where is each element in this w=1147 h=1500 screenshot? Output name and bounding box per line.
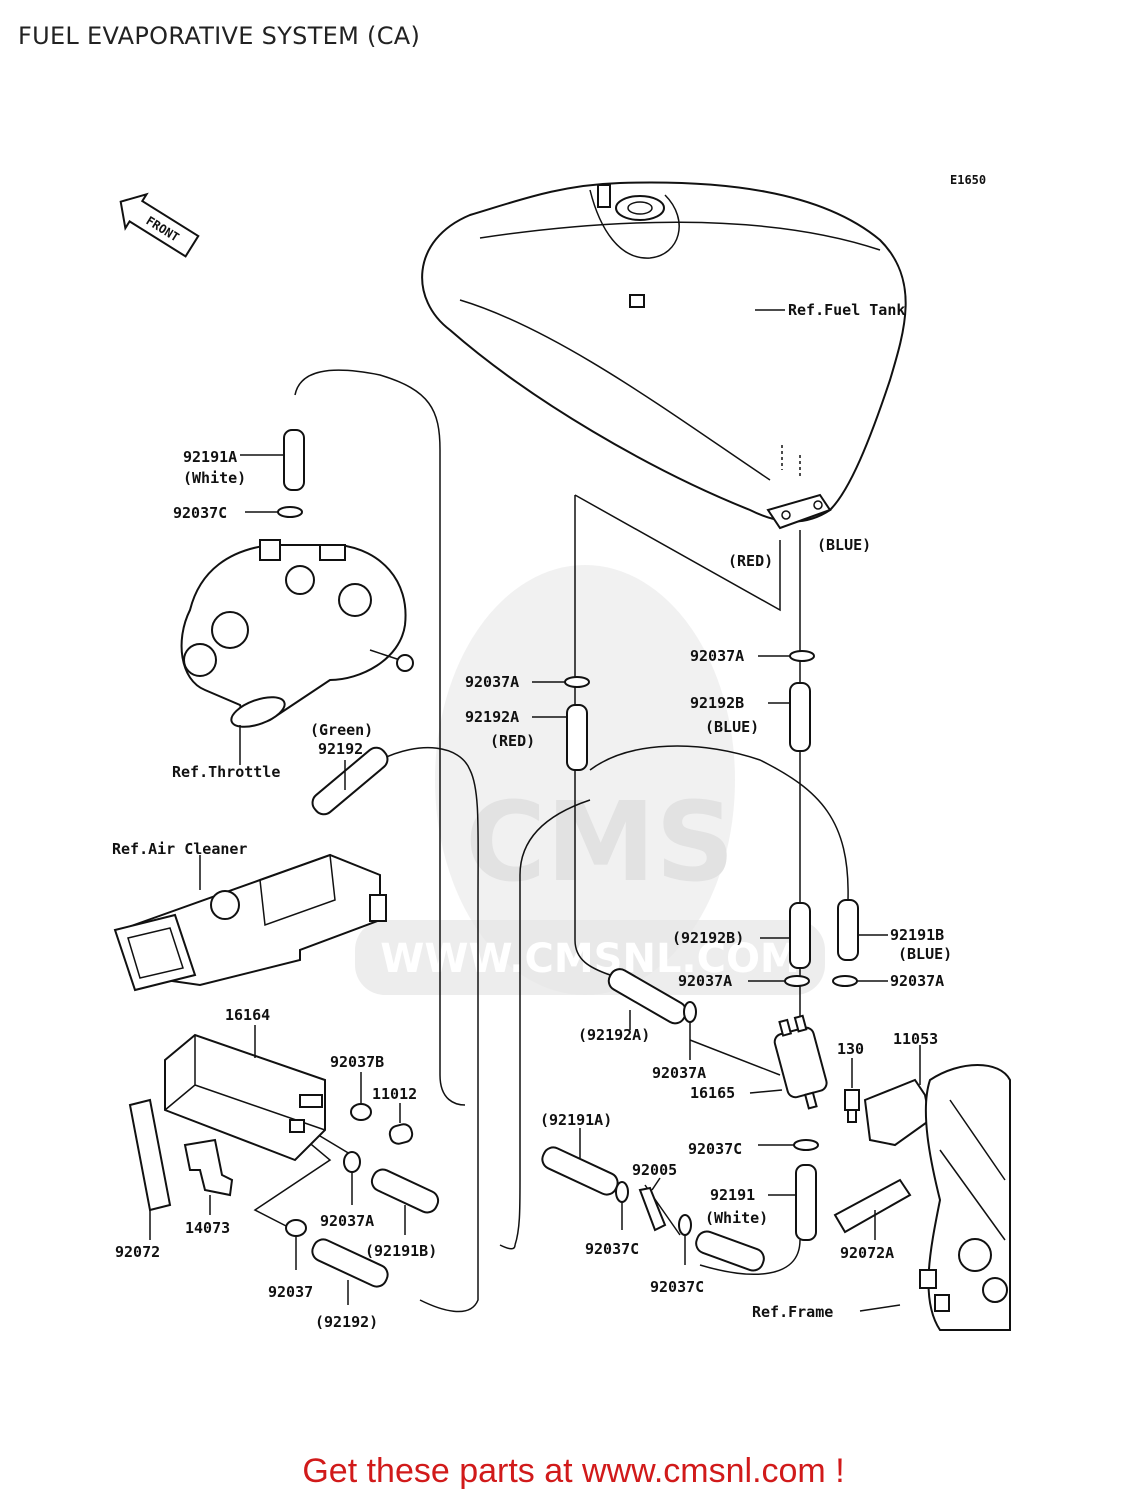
hose-92192B xyxy=(789,682,811,752)
clip-92037A-4 xyxy=(832,975,858,987)
hose-92192-lower xyxy=(311,1238,389,1288)
label-130: 130 xyxy=(837,1040,864,1058)
fitting-14073 xyxy=(183,1138,234,1197)
ref-throttle-label: Ref.Throttle xyxy=(172,763,280,781)
watermark-url: WWW.CMSNL.COM xyxy=(380,936,800,982)
page-title: FUEL EVAPORATIVE SYSTEM (CA) xyxy=(18,22,421,50)
air-cleaner xyxy=(113,853,387,992)
label-92192: 92192 xyxy=(318,740,363,758)
label-92192B-paren: (92192B) xyxy=(672,929,744,947)
clip-92037C-4 xyxy=(678,1214,692,1236)
fitting-92005 xyxy=(638,1186,667,1232)
hose-92191 xyxy=(795,1164,817,1241)
hose-92192-green xyxy=(311,746,389,816)
cap-11012 xyxy=(388,1123,414,1145)
label-blue-low: (BLUE) xyxy=(898,945,952,963)
ref-fuel-tank-label: Ref.Fuel Tank xyxy=(788,301,905,319)
hose-92191A xyxy=(283,429,305,491)
frame xyxy=(919,1064,1011,1331)
clip-92037A-6 xyxy=(343,1151,361,1173)
label-92037A-3: 92037A xyxy=(678,972,732,990)
label-92192B: 92192B xyxy=(690,694,744,712)
bracket-11053 xyxy=(863,1078,932,1147)
label-92005: 92005 xyxy=(632,1161,677,1179)
hose-lower-right xyxy=(695,1230,765,1272)
label-92192-paren: (92192) xyxy=(315,1313,378,1331)
strap-92072 xyxy=(128,1098,172,1212)
label-92192A-paren: (92192A) xyxy=(578,1026,650,1044)
label-92072A: 92072A xyxy=(840,1244,894,1262)
hose-92192A xyxy=(566,704,588,771)
label-92037A-1: 92037A xyxy=(690,647,744,665)
label-green: (Green) xyxy=(310,721,373,739)
clip-92037C-1 xyxy=(277,506,303,518)
hose-92191B xyxy=(837,899,859,961)
label-92037C-2: 92037C xyxy=(585,1240,639,1258)
clip-92037A-2 xyxy=(564,676,590,688)
label-92037A-2: 92037A xyxy=(465,673,519,691)
fuel-tank xyxy=(421,181,907,530)
label-92192A: 92192A xyxy=(465,708,519,726)
label-16165: 16165 xyxy=(690,1084,735,1102)
label-red-mid: (RED) xyxy=(490,732,535,750)
label-92037: 92037 xyxy=(268,1283,313,1301)
label-92037C-1: 92037C xyxy=(173,504,227,522)
throttle-body xyxy=(180,539,414,728)
diagram-code: E1650 xyxy=(950,173,986,187)
label-11012: 11012 xyxy=(372,1085,417,1103)
label-11053: 11053 xyxy=(893,1030,938,1048)
label-92037A-6: 92037A xyxy=(320,1212,374,1230)
clip-92037A-1 xyxy=(789,650,815,662)
watermark-brand: CMS xyxy=(465,778,734,906)
label-blue-mid: (BLUE) xyxy=(705,718,759,736)
label-white-1: (White) xyxy=(183,469,246,487)
label-14073: 14073 xyxy=(185,1219,230,1237)
clip-92037A-3 xyxy=(784,975,810,987)
bolt-130 xyxy=(844,1089,860,1123)
clip-92037C-2 xyxy=(615,1181,629,1203)
blue-label-top: (BLUE) xyxy=(817,536,871,554)
label-92037B: 92037B xyxy=(330,1053,384,1071)
clip-92037C-3 xyxy=(793,1139,819,1151)
label-white-2: (White) xyxy=(705,1209,768,1227)
red-label-top: (RED) xyxy=(728,552,773,570)
clip-92037 xyxy=(285,1219,307,1237)
label-92191B: 92191B xyxy=(890,926,944,944)
ref-air-cleaner-label: Ref.Air Cleaner xyxy=(112,840,247,858)
label-92037A-4: 92037A xyxy=(890,972,944,990)
label-92191A: 92191A xyxy=(183,448,237,466)
clip-92037A-5 xyxy=(683,1001,697,1023)
hose-92192B-lower xyxy=(789,902,811,969)
fuel-filter-16165 xyxy=(773,1014,828,1110)
canister-16164 xyxy=(164,1033,326,1162)
label-92072: 92072 xyxy=(115,1243,160,1261)
label-92191B-paren: (92191B) xyxy=(365,1242,437,1260)
footer-cta[interactable]: Get these parts at www.cmsnl.com ! xyxy=(302,1452,845,1490)
label-92037C-4: 92037C xyxy=(650,1278,704,1296)
hose-92191B-lower xyxy=(370,1168,440,1214)
front-arrow-icon: FRONT xyxy=(119,192,200,258)
label-92037A-5: 92037A xyxy=(652,1064,706,1082)
label-92191A-paren: (92191A) xyxy=(540,1111,612,1129)
label-92191: 92191 xyxy=(710,1186,755,1204)
label-16164: 16164 xyxy=(225,1006,270,1024)
label-92037C-3: 92037C xyxy=(688,1140,742,1158)
ref-frame-label: Ref.Frame xyxy=(752,1303,833,1321)
strap-92072A xyxy=(833,1178,912,1234)
clip-92037B xyxy=(350,1103,372,1121)
cms-watermark: CMS WWW.CMSNL.COM xyxy=(355,565,825,995)
